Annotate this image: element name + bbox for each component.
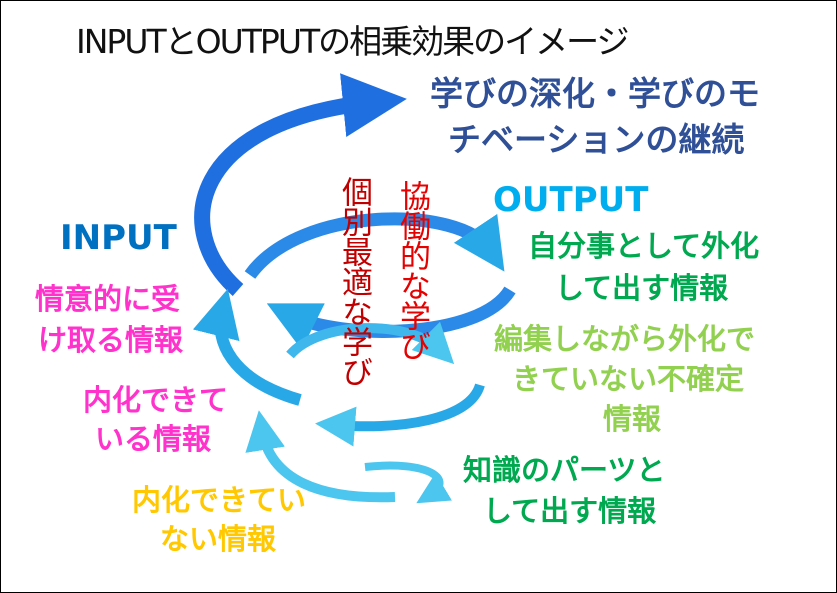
input-item-3-line-2: ない情報 — [160, 522, 277, 556]
output-item-2-line-3: 情報 — [603, 402, 662, 436]
goal-line-2: チベーションの継続 — [448, 120, 745, 159]
big-arc-arrow — [194, 73, 407, 296]
input-item-2-line-1: 内化できて — [83, 383, 229, 417]
bottom-arc-arrow — [245, 410, 396, 503]
input-item-3-line-1: 内化できてい — [132, 483, 307, 517]
mid-right-arrow — [286, 321, 455, 365]
input-label: INPUT — [60, 218, 177, 258]
output-item-1-line-2: して出す情報 — [555, 271, 729, 305]
mid-left-arrow — [315, 383, 485, 447]
goal-line-1: 学びの深化・学びのモ — [430, 74, 760, 113]
output-item-2-line-1: 編集しながら外化で — [494, 322, 756, 356]
input-item-1-line-1: 情意的に受 — [35, 282, 181, 316]
output-label: OUTPUT — [493, 180, 649, 220]
individual-learning-label: 個別最適な学び — [336, 176, 372, 386]
input-item-1-line-2: け取る情報 — [38, 323, 184, 357]
inner-arc-arrow — [192, 288, 302, 406]
ring-top-arrow — [244, 212, 505, 279]
page-title: INPUTとOUTPUTの相乗効果のイメージ — [76, 22, 629, 61]
input-item-2-line-2: いる情報 — [95, 422, 212, 456]
output-item-2-line-2: きていない不確定 — [512, 362, 745, 396]
collaborative-learning-label: 協働的な学び — [394, 180, 430, 360]
output-item-1-line-1: 自分事として外化 — [528, 229, 760, 263]
output-item-3-line-1: 知識のパーツと — [463, 453, 666, 487]
small-loop-arrow — [364, 461, 452, 504]
output-item-3-line-2: して出す情報 — [483, 494, 657, 528]
